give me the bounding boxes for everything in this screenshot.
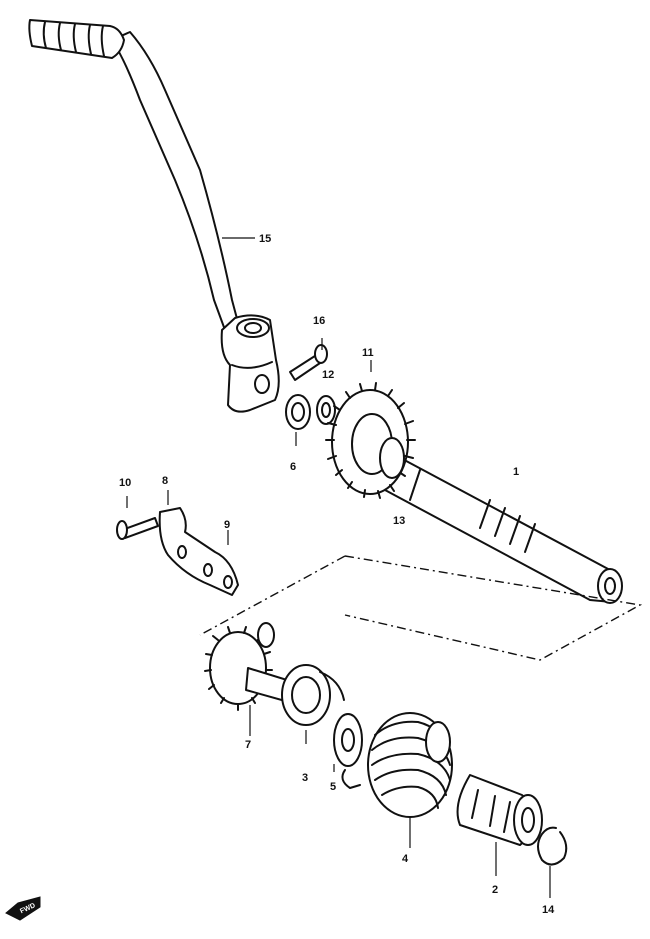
part-label-12: 12 [322,369,334,381]
part-label-3: 3 [302,772,308,784]
oil-seal [285,394,311,446]
washer-5 [333,713,363,772]
part-label-9: 9 [224,519,230,531]
spring-guide [281,664,345,744]
part-label-8: 8 [162,475,168,487]
guide-bolt [116,496,159,540]
part-label-6: 6 [290,461,296,473]
forward-arrow-icon: FWD [5,896,41,921]
part-label-13: 13 [393,515,405,527]
washer-12 [316,395,336,425]
part-label-7: 7 [245,739,251,751]
part-label-1: 1 [513,466,519,478]
kick-starter-shaft [384,454,623,604]
part-label-2: 2 [492,884,498,896]
part-label-11: 11 [362,347,374,359]
kick-starter-gear [325,382,416,499]
part-label-14: 14 [542,904,555,916]
exploded-view-outline [199,555,643,661]
kick-drive-gear [204,622,301,711]
part-label-5: 5 [330,781,336,793]
part-label-15: 15 [259,233,271,245]
part-label-16: 16 [313,315,325,327]
kick-starter-sleeve [456,774,543,876]
kick-starter-lever [28,19,280,413]
part-label-4: 4 [402,853,409,865]
kick-starter-guide-plate [158,490,239,596]
circlip [537,826,568,898]
part-label-10: 10 [119,477,131,489]
kick-starter-spring [341,712,453,848]
kick-lever-bolt [289,338,328,381]
